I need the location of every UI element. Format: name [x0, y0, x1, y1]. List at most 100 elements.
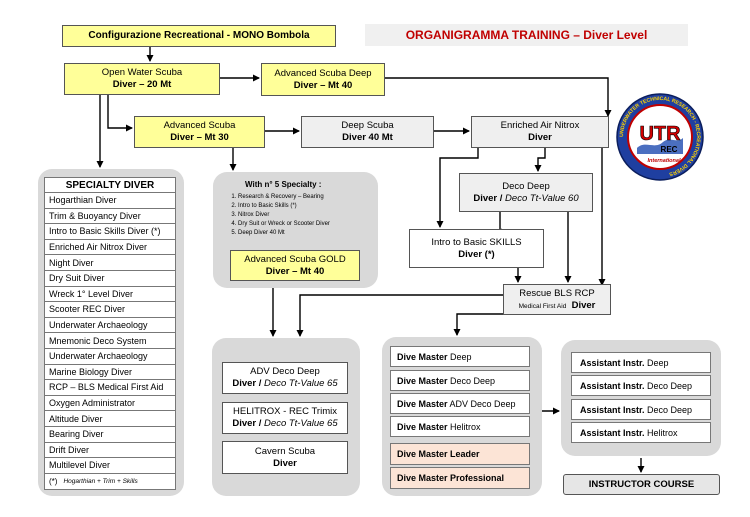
gold-requirement-item: Nitrox Diver	[238, 211, 372, 220]
course-advanced-gold-level: Diver – Mt 40	[265, 265, 325, 277]
dive-master-specialty: Deep	[447, 351, 472, 362]
course-deco-deep-level: Diver / Deco Tt-Value 60	[473, 192, 579, 204]
specialty-note-text: Hogarthian + Trim + Skills	[63, 477, 138, 485]
dive-master-item[interactable]: Dive Master Professional	[390, 467, 530, 489]
assistant-specialty: Deco Deep	[644, 380, 693, 391]
course-deep[interactable]: Deep Scuba Diver 40 Mt	[301, 116, 434, 148]
assistant-item[interactable]: Assistant Instr. Helitrox	[571, 422, 711, 443]
specialty-item: Bearing Diver	[44, 426, 176, 443]
specialty-item: Intro to Basic Skills Diver (*)	[44, 224, 176, 240]
assistant-item[interactable]: Assistant Instr. Deco Deep	[571, 399, 711, 420]
gold-requirement-item: Research & Recovery – Bearing	[238, 193, 372, 202]
course-helitrox-level: Diver / Deco Tt-Value 65	[232, 418, 338, 429]
arrow-rescue-advpanel	[296, 294, 503, 337]
course-adv-deco-deep-level: Diver / Deco Tt-Value 65	[232, 378, 338, 389]
dive-master-role: Dive Master	[397, 421, 448, 432]
course-advanced-gold[interactable]: Advanced Scuba GOLD Diver – Mt 40	[230, 250, 360, 281]
course-helitrox[interactable]: HELITROX - REC Trimix Diver / Deco Tt-Va…	[222, 402, 348, 434]
specialty-item: Trim & Buoyancy Diver	[44, 208, 176, 225]
gold-heading: With n° 5 Specialty :	[245, 180, 322, 189]
instructor-course[interactable]: INSTRUCTOR COURSE	[563, 474, 720, 495]
specialty-item: Hogarthian Diver	[44, 193, 176, 209]
assistant-role: Assistant Instr.	[580, 427, 645, 438]
assistant-role: Assistant Instr.	[580, 404, 645, 415]
course-advanced-deep-level: Diver – Mt 40	[293, 79, 353, 91]
dive-master-item[interactable]: Dive Master Deep	[390, 346, 530, 367]
assistant-item[interactable]: Assistant Instr. Deco Deep	[571, 375, 711, 396]
course-advanced-level: Diver – Mt 30	[170, 132, 229, 143]
specialty-item: Altitude Diver	[44, 411, 176, 427]
specialty-title: SPECIALTY DIVER	[44, 177, 176, 193]
course-deco-deep-name: Deco Deep	[502, 180, 550, 192]
specialty-item: Mnemonic Deco System	[44, 333, 176, 349]
course-open-water[interactable]: Open Water Scuba Diver – 20 Mt	[64, 63, 220, 95]
logo-sub-text: REC	[661, 145, 678, 154]
course-deep-name: Deep Scuba	[341, 120, 394, 132]
dive-master-role: Dive Master	[397, 398, 448, 409]
course-intro-skills[interactable]: Intro to Basic SKILLS Diver (*)	[409, 229, 544, 268]
course-advanced-deep[interactable]: Advanced Scuba Deep Diver – Mt 40	[261, 63, 385, 96]
gold-requirement-list: Research & Recovery – BearingIntro to Ba…	[222, 193, 372, 238]
course-adv-deco-deep[interactable]: ADV Deco Deep Diver / Deco Tt-Value 65	[222, 362, 348, 394]
specialty-item: Dry Suit Diver	[44, 270, 176, 287]
utr-rec-logo: UNDERWATER TECHNICAL RESEARCH - RECREATI…	[616, 93, 704, 181]
specialty-item: Night Diver	[44, 255, 176, 271]
course-open-water-level: Diver – 20 Mt	[112, 79, 172, 90]
config-label: Configurazione Recreational - MONO Bombo…	[62, 25, 336, 47]
course-helitrox-name: HELITROX - REC Trimix	[233, 406, 337, 418]
course-cavern[interactable]: Cavern Scuba Diver	[222, 441, 348, 474]
course-deco-deep[interactable]: Deco Deep Diver / Deco Tt-Value 60	[459, 173, 593, 212]
dive-master-specialty: Helitrox	[447, 421, 481, 432]
page-title: ORGANIGRAMMA TRAINING – Diver Level	[365, 24, 688, 46]
course-deep-level: Diver 40 Mt	[342, 132, 393, 143]
arrow-nitrox-decodeep	[534, 148, 546, 172]
assistant-specialty: Deep	[644, 357, 669, 368]
assistant-item[interactable]: Assistant Instr. Deep	[571, 352, 711, 373]
dive-master-specialty: Deco Deep	[447, 375, 496, 386]
logo-intl-text: International	[647, 158, 680, 164]
dive-master-role: Dive Master	[397, 351, 448, 362]
specialty-note-mark: (*)	[49, 476, 58, 486]
logo-main-text: UTR	[639, 123, 681, 145]
arrow-openwater-advanced	[107, 95, 133, 132]
course-cavern-level: Diver	[273, 457, 297, 469]
course-rescue-name: Rescue BLS RCP	[519, 287, 595, 299]
dive-master-role: Dive Master Leader	[397, 449, 480, 459]
course-nitrox[interactable]: Enriched Air Nitrox Diver	[471, 116, 609, 148]
gold-requirement-item: Intro to Basic Skills (*)	[238, 202, 372, 211]
course-advanced-gold-name: Advanced Scuba GOLD	[244, 253, 346, 265]
gold-requirements: Research & Recovery – BearingIntro to Ba…	[222, 193, 372, 238]
dive-master-item[interactable]: Dive Master Deco Deep	[390, 370, 530, 391]
course-open-water-name: Open Water Scuba	[101, 67, 183, 79]
dive-master-item[interactable]: Dive Master ADV Deco Deep	[390, 393, 530, 414]
assistant-specialty: Helitrox	[644, 427, 678, 438]
dive-master-specialty: ADV Deco Deep	[447, 398, 516, 409]
assistant-specialty: Deco Deep	[644, 404, 693, 415]
dive-master-item[interactable]: Dive Master Leader	[390, 443, 530, 465]
specialty-item: Wreck 1° Level Diver	[44, 286, 176, 303]
course-nitrox-level: Diver	[528, 132, 552, 143]
dive-master-role: Dive Master Professional	[397, 473, 505, 483]
course-cavern-name: Cavern Scuba	[254, 445, 316, 457]
arrow-nitrox-intro	[436, 148, 479, 228]
specialty-item: Oxygen Administrator	[44, 395, 176, 412]
specialty-item: Scooter REC Diver	[44, 302, 176, 318]
dive-master-role: Dive Master	[397, 375, 448, 386]
gold-requirement-item: Dry Suit or Wreck or Scooter Diver	[238, 220, 372, 229]
course-intro-skills-name: Intro to Basic SKILLS	[431, 236, 522, 248]
gold-requirement-item: Deep Diver 40 Mt	[238, 229, 372, 238]
course-advanced[interactable]: Advanced Scuba Diver – Mt 30	[134, 116, 265, 148]
arrow-advdeep-nitrox	[385, 77, 612, 117]
course-rescue[interactable]: Rescue BLS RCP Medical First Aid Diver	[503, 284, 611, 315]
specialty-item: RCP – BLS Medical First Aid	[44, 380, 176, 396]
specialty-note: (*) Hogarthian + Trim + Skills	[44, 473, 176, 490]
specialty-item: Marine Biology Diver	[44, 364, 176, 381]
dive-master-item[interactable]: Dive Master Helitrox	[390, 416, 530, 437]
course-advanced-deep-name: Advanced Scuba Deep	[274, 67, 372, 79]
specialty-item: Underwater Archaeology	[44, 348, 176, 365]
specialty-item: Enriched Air Nitrox Diver	[44, 239, 176, 256]
assistant-role: Assistant Instr.	[580, 357, 645, 368]
course-advanced-name: Advanced Scuba	[163, 120, 236, 132]
